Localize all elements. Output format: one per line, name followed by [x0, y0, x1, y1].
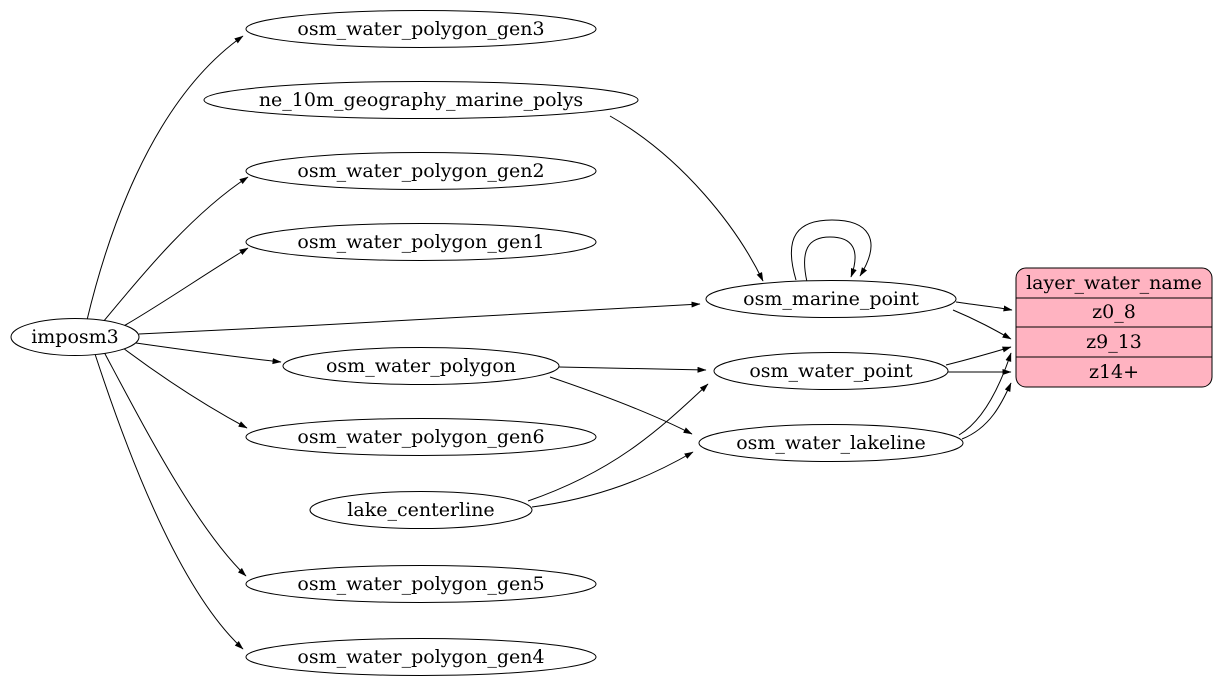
node-shape-osm_water_polygon_gen3	[245, 10, 597, 48]
node-osm_water_polygon_gen2: osm_water_polygon_gen2	[245, 152, 597, 190]
node-imposm3: imposm3	[10, 318, 140, 356]
edge-imposm3-osm_water_polygon_gen2	[102, 176, 249, 323]
node-shape-osm_water_lakeline	[698, 424, 964, 462]
node-osm_marine_point: osm_marine_point	[705, 280, 957, 318]
node-shape-osm_water_polygon_gen4	[245, 638, 597, 676]
node-label-osm_water_polygon_gen1: osm_water_polygon_gen1	[297, 231, 544, 253]
edge-osm_marine_point-self-loop-outer	[790, 219, 872, 281]
edge-osm_water_polygon-osm_water_lakeline	[549, 376, 693, 435]
record-row-z9_13: z9_13	[1086, 331, 1142, 353]
node-osm_water_polygon_gen6: osm_water_polygon_gen6	[245, 418, 597, 456]
node-shape-osm_water_polygon_gen1	[245, 223, 597, 261]
node-shape-osm_water_polygon_gen6	[245, 418, 597, 456]
edge-ne_10m_geography_marine_polys-osm_marine_point	[609, 115, 764, 282]
node-shape-lake_centerline	[309, 491, 533, 529]
node-ne_10m_geography_marine_polys: ne_10m_geography_marine_polys	[203, 81, 639, 119]
node-label-osm_marine_point: osm_marine_point	[743, 288, 919, 310]
node-osm_water_polygon_gen4: osm_water_polygon_gen4	[245, 638, 597, 676]
node-label-osm_water_lakeline: osm_water_lakeline	[736, 432, 926, 454]
node-label-osm_water_polygon_gen2: osm_water_polygon_gen2	[297, 160, 544, 182]
node-label-osm_water_polygon_gen5: osm_water_polygon_gen5	[297, 573, 544, 595]
node-label-lake_centerline: lake_centerline	[347, 499, 494, 521]
edge-osm_water_lakeline-z9_13	[958, 352, 1012, 436]
edge-osm_water_polygon-osm_water_point	[558, 366, 707, 373]
edge-osm_water_lakeline-z14	[961, 382, 1012, 440]
node-osm_water_polygon: osm_water_polygon	[282, 347, 560, 385]
node-shape-osm_water_polygon_gen5	[245, 565, 597, 603]
node-label-ne_10m_geography_marine_polys: ne_10m_geography_marine_polys	[259, 89, 583, 111]
edge-imposm3-osm_marine_point	[138, 301, 701, 335]
edge-imposm3-osm_water_polygon_gen3	[86, 35, 244, 321]
node-lake_centerline: lake_centerline	[309, 491, 533, 529]
edges	[86, 35, 1013, 650]
edge-osm_marine_point-self-loop-inner	[804, 236, 857, 283]
node-osm_water_lakeline: osm_water_lakeline	[698, 424, 964, 462]
node-osm_water_point: osm_water_point	[713, 352, 949, 390]
edge-imposm3-osm_water_polygon	[135, 342, 282, 365]
record-title: layer_water_name	[1026, 272, 1202, 294]
node-osm_water_polygon_gen3: osm_water_polygon_gen3	[245, 10, 597, 48]
edge-osm_marine_point-z9_13	[952, 309, 1012, 340]
node-label-osm_water_polygon_gen3: osm_water_polygon_gen3	[297, 18, 544, 40]
edge-lake_centerline-osm_water_lakeline	[531, 451, 694, 508]
record-row-z14: z14+	[1089, 361, 1139, 383]
node-shape-osm_water_polygon	[282, 347, 560, 385]
edge-imposm3-osm_water_polygon_gen6	[122, 347, 248, 429]
edge-lake_centerline-osm_water_point	[527, 383, 709, 502]
node-label-osm_water_polygon_gen6: osm_water_polygon_gen6	[297, 426, 544, 448]
node-osm_water_polygon_gen1: osm_water_polygon_gen1	[245, 223, 597, 261]
node-shape-imposm3	[10, 318, 140, 356]
node-shape-ne_10m_geography_marine_polys	[203, 81, 639, 119]
edge-osm_water_point-z9_13	[945, 346, 1012, 366]
node-label-imposm3: imposm3	[31, 326, 119, 348]
node-osm_water_polygon_gen5: osm_water_polygon_gen5	[245, 565, 597, 603]
edge-osm_marine_point-z0_8	[955, 301, 1013, 312]
node-layer_water_name: layer_water_name z0_8 z9_13 z14+	[1015, 267, 1213, 388]
record-row-z0_8: z0_8	[1092, 301, 1136, 323]
node-shape-osm_water_polygon_gen2	[245, 152, 597, 190]
node-shape-osm_marine_point	[705, 280, 957, 318]
node-label-osm_water_polygon: osm_water_polygon	[326, 355, 516, 377]
node-shape-osm_water_point	[713, 352, 949, 390]
node-label-osm_water_point: osm_water_point	[749, 360, 913, 382]
edge-imposm3-osm_water_polygon_gen1	[121, 247, 249, 328]
edge-imposm3-osm_water_polygon_gen4	[94, 353, 244, 650]
edge-imposm3-osm_water_polygon_gen5	[103, 351, 247, 577]
node-label-osm_water_polygon_gen4: osm_water_polygon_gen4	[297, 646, 544, 668]
